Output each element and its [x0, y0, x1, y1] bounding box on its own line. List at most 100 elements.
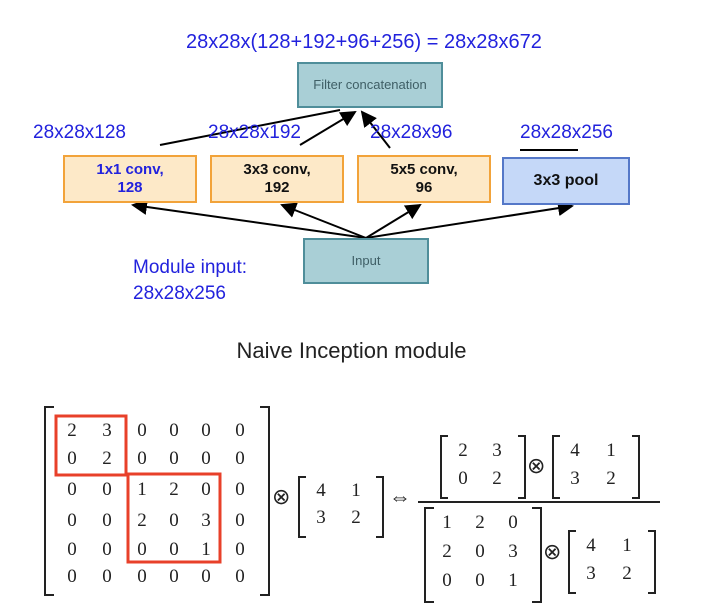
matrix-cell: 0 [67, 566, 77, 587]
matrix-cell: 0 [235, 539, 245, 560]
kernel-cell: 3 [586, 563, 596, 584]
matrix-cell: 0 [102, 566, 112, 587]
filter-concatenation-label: Filter concatenation [313, 77, 427, 92]
kernel-right-bracket [376, 476, 384, 538]
matrix-cell: 0 [235, 510, 245, 531]
highlight-box-top-left [54, 414, 128, 477]
arrow-3x3-to-concat [299, 110, 357, 146]
matrix-cell: 0 [201, 420, 211, 441]
input-box: Input [303, 238, 429, 284]
otimes-symbol-1: ⊗ [272, 484, 291, 509]
numerator-left-bracket [440, 435, 448, 499]
branch-dim-pool: 28x28x256 [520, 122, 613, 143]
branch-dim-5x5: 28x28x96 [370, 122, 453, 143]
denominator-right-bracket [532, 507, 542, 603]
numerator-kernel-left-bracket [552, 435, 560, 499]
matrix-cell: 0 [201, 566, 211, 587]
filter-concatenation-box: Filter concatenation [297, 62, 443, 108]
numerator-kernel-right-bracket [632, 435, 640, 499]
kernel-cell: 4 [570, 440, 580, 461]
kernel-left-bracket [298, 476, 306, 538]
denominator-cell: 3 [508, 541, 518, 562]
matrix-cell: 0 [201, 448, 211, 469]
module-input-label: Module input: 28x28x256 [133, 255, 247, 307]
fraction-bar [418, 501, 660, 503]
branch-dim-3x3: 28x28x192 [208, 122, 301, 143]
matrix-cell: 2 [102, 448, 112, 469]
conv-5x5-box: 5x5 conv, 96 [357, 155, 491, 203]
kernel-cell: 2 [606, 468, 616, 489]
pool-3x3-label: 3x3 pool [533, 172, 599, 189]
matrix-cell: 0 [67, 479, 77, 500]
numerator-right-bracket [518, 435, 526, 499]
kernel-cell: 1 [606, 440, 616, 461]
arrow-input-to-5x5 [365, 203, 422, 239]
denominator-kernel-left-bracket [568, 530, 576, 594]
conv-5x5-label-line2: 96 [415, 179, 433, 196]
branch-dim-1x1: 28x28x128 [33, 122, 126, 143]
arrow-1x1-to-concat [159, 109, 341, 146]
matrix-cell: 2 [169, 479, 179, 500]
kernel-cell: 2 [351, 507, 361, 528]
matrix-cell: 0 [137, 539, 147, 560]
matrix-cell: 1 [137, 479, 147, 500]
total-output-label: 28x28x(128+192+96+256) = 28x28x672 [186, 31, 542, 53]
kernel-cell: 1 [351, 480, 361, 501]
module-input-line2: 28x28x256 [133, 283, 226, 304]
highlight-box-center [126, 472, 222, 564]
arrow-5x5-to-concat [360, 110, 391, 149]
arrow-input-to-3x3 [280, 202, 367, 239]
iff-symbol: ⇔ [389, 484, 411, 509]
matrix-cell: 0 [137, 566, 147, 587]
input-label: Input [351, 253, 381, 268]
matrix-cell: 0 [235, 420, 245, 441]
conv-3x3-label-line2: 192 [264, 179, 290, 196]
matrix-cell: 0 [235, 448, 245, 469]
numerator-cell: 3 [492, 440, 502, 461]
otimes-symbol-3: ⊗ [543, 539, 562, 564]
matrix-cell: 0 [137, 448, 147, 469]
matrix-cell: 3 [201, 510, 211, 531]
matrix-cell: 0 [102, 539, 112, 560]
matrix-cell: 0 [169, 566, 179, 587]
kernel-cell: 4 [316, 480, 326, 501]
matrix-cell: 0 [169, 420, 179, 441]
conv-3x3-box: 3x3 conv, 192 [210, 155, 344, 203]
pool-3x3-box: 3x3 pool [502, 157, 630, 205]
denominator-cell: 0 [475, 541, 485, 562]
matrix-cell: 0 [102, 479, 112, 500]
conv-1x1-box: 1x1 conv, 128 [63, 155, 197, 203]
denominator-kernel-right-bracket [648, 530, 656, 594]
conv-5x5-label-line1: 5x5 conv, [390, 161, 458, 178]
matrix-cell: 1 [201, 539, 211, 560]
numerator-cell: 2 [492, 468, 502, 489]
diagram-caption: Naive Inception module [236, 338, 467, 363]
conv-1x1-label-line1: 1x1 conv, [96, 161, 164, 178]
otimes-symbol-2: ⊗ [527, 453, 546, 478]
kernel-cell: 4 [586, 535, 596, 556]
denominator-cell: 0 [475, 570, 485, 591]
conv-1x1-label-line2: 128 [117, 179, 143, 196]
denominator-cell: 1 [508, 570, 518, 591]
module-input-line1: Module input: [133, 257, 248, 278]
matrix-cell: 0 [102, 510, 112, 531]
denominator-cell: 0 [508, 512, 518, 533]
arrow-input-to-pool [365, 200, 574, 239]
kernel-cell: 2 [622, 563, 632, 584]
numerator-cell: 2 [458, 440, 468, 461]
denominator-cell: 2 [475, 512, 485, 533]
matrix-cell: 0 [169, 510, 179, 531]
arrow-input-to-1x1 [131, 199, 367, 239]
matrix-cell: 0 [67, 448, 77, 469]
denominator-cell: 0 [442, 570, 452, 591]
conv-3x3-label-line1: 3x3 conv, [243, 161, 311, 178]
matrix-cell: 0 [67, 539, 77, 560]
matrix-cell: 0 [137, 420, 147, 441]
kernel-cell: 3 [316, 507, 326, 528]
denominator-cell: 2 [442, 541, 452, 562]
kernel-cell: 3 [570, 468, 580, 489]
big-matrix-right-bracket [260, 406, 270, 596]
numerator-cell: 0 [458, 468, 468, 489]
matrix-cell: 0 [169, 448, 179, 469]
matrix-cell: 2 [137, 510, 147, 531]
